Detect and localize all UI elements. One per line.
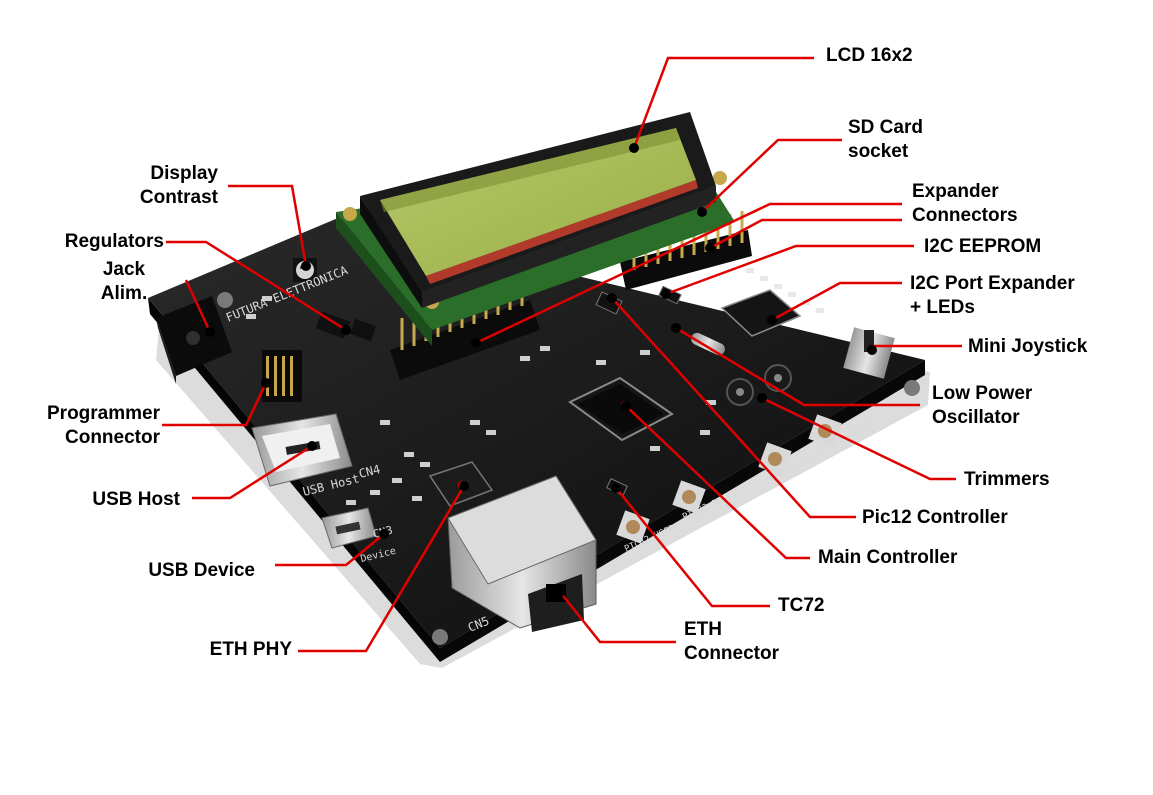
oscillator-crystal — [691, 332, 725, 356]
lcd-module — [336, 112, 735, 346]
leader-expander-1 — [475, 202, 902, 345]
leader-regulators — [166, 240, 347, 332]
leader-pic12 — [611, 297, 856, 519]
leader-tc72 — [615, 487, 770, 608]
leader-port-expander — [771, 281, 902, 322]
port-expander-chip — [720, 289, 802, 337]
callout-pic12-controller: Pic12 Controller — [862, 507, 1008, 528]
leader-lcd — [632, 56, 814, 149]
leader-dots — [205, 143, 877, 597]
leader-oscillator — [675, 326, 920, 407]
leader-programmer — [162, 382, 268, 427]
callout-main-controller: Main Controller — [818, 547, 958, 568]
callout-lcd: LCD 16x2 — [826, 45, 913, 66]
callout-i2c-eeprom: I2C EEPROM — [924, 236, 1042, 257]
leader-lines — [162, 56, 962, 653]
callout-trimmers: Trimmers — [964, 469, 1050, 490]
power-jack — [156, 296, 232, 384]
leader-eeprom — [665, 244, 914, 296]
leader-usb-device — [275, 533, 385, 567]
leader-expander-2 — [709, 218, 902, 250]
callout-eth-phy: ETH PHY — [209, 639, 292, 660]
smd-components — [246, 296, 716, 505]
leader-jack — [184, 279, 212, 333]
usb-device-connector — [321, 507, 377, 549]
callout-port-expander: I2C Port Expander+ LEDs — [910, 273, 1075, 318]
callout-tc72: TC72 — [778, 595, 825, 616]
callout-usb-host: USB Host — [92, 489, 180, 510]
silk-cn4: CN4 — [357, 462, 381, 481]
mounting-hole — [432, 629, 448, 645]
leader-contrast — [228, 184, 308, 267]
callout-mini-joystick: Mini Joystick — [968, 336, 1088, 357]
leader-usb-host — [192, 444, 313, 500]
leader-main-controller — [625, 405, 810, 560]
leader-trimmers — [761, 396, 956, 481]
callout-regulators: Regulators — [64, 231, 164, 252]
leader-sd-card — [701, 138, 842, 213]
callout-usb-device: USB Device — [148, 560, 255, 581]
leader-eth-connector — [559, 591, 676, 644]
programmer-header — [262, 350, 302, 402]
mounting-hole — [217, 292, 233, 308]
leader-eth-phy — [298, 485, 466, 653]
mounting-hole — [904, 380, 920, 396]
